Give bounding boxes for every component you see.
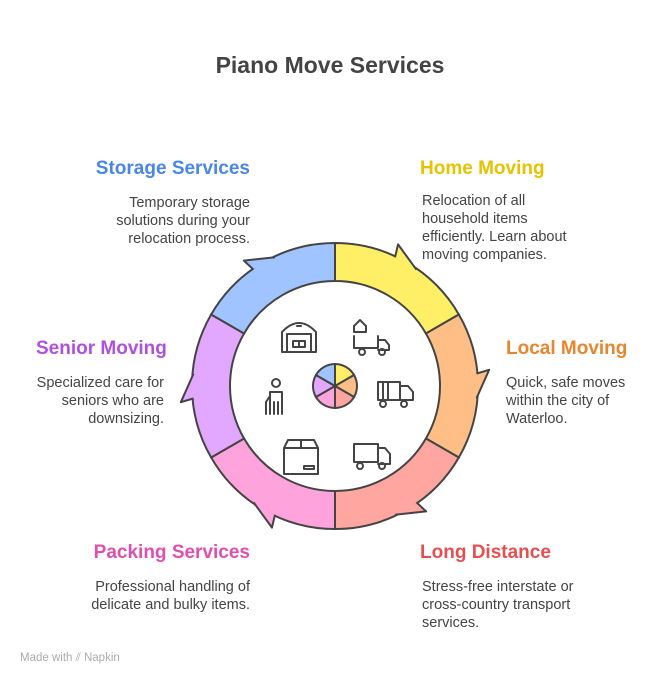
napkin-logo-icon: ⫽ — [75, 652, 81, 664]
local-moving-desc: Quick, safe moves within the city of Wat… — [506, 375, 626, 427]
storage-services-heading: Storage Services — [95, 158, 250, 179]
ring-arrow-notch — [252, 501, 276, 529]
home-moving-heading: Home Moving — [420, 158, 545, 179]
long-distance-desc: Stress-free interstate or cross-country … — [422, 579, 574, 631]
ring-arrow-notch — [179, 373, 195, 404]
center-pie-slice — [314, 362, 336, 388]
ring-segment — [191, 313, 246, 459]
truck-icon — [353, 443, 391, 470]
page-title: Piano Move Services — [215, 52, 445, 78]
ring-arrow-notch — [475, 368, 491, 399]
senior-person-icon — [265, 378, 283, 415]
footer-credit: Made with ⫽ Napkin — [20, 652, 120, 665]
brand-label: Napkin — [83, 652, 120, 664]
long-distance-heading: Long Distance — [420, 542, 551, 563]
forklift-truck-icon — [377, 381, 414, 408]
ring-segment — [209, 241, 336, 335]
local-moving-heading: Local Moving — [506, 338, 628, 359]
warehouse-icon — [281, 322, 317, 353]
ring-arrow-notch — [394, 501, 428, 516]
ring-arrow-notch — [242, 256, 276, 271]
senior-moving-heading: Senior Moving — [36, 338, 167, 359]
ring-arrow-notch — [394, 243, 418, 271]
house-truck-icon — [353, 319, 390, 356]
made-with-label: Made with — [20, 652, 73, 664]
storage-services-desc: Temporary storage solutions during your … — [116, 195, 250, 247]
packing-services-desc: Professional handling of delicate and bu… — [91, 579, 250, 613]
senior-moving-desc: Specialized care for seniors who are dow… — [36, 375, 164, 427]
home-moving-desc: Relocation of all household items effici… — [422, 193, 567, 263]
ring-segment — [424, 313, 479, 459]
packing-services-heading: Packing Services — [93, 542, 250, 563]
box-icon — [283, 439, 319, 475]
